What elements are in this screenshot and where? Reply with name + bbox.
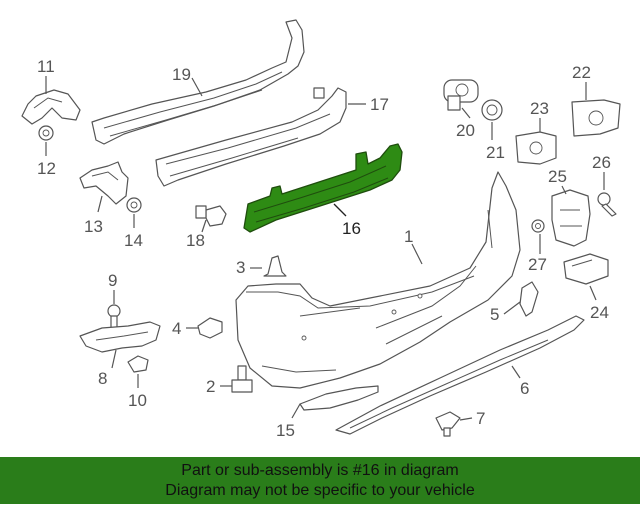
part-15-strip[interactable] (299, 385, 379, 411)
part-24-module[interactable] (563, 253, 609, 285)
part-22-bracket[interactable] (571, 99, 621, 137)
callout-26: 26 (592, 153, 611, 172)
info-banner: Part or sub-assembly is #16 in diagram D… (0, 457, 640, 504)
part-3-clip[interactable] (263, 255, 287, 277)
callout-14: 14 (124, 231, 143, 250)
callout-3: 3 (236, 258, 245, 277)
part-10-retainer[interactable] (127, 355, 149, 373)
part-1-bumper-cover[interactable] (235, 171, 521, 389)
callout-21: 21 (486, 143, 505, 162)
part-17-reinforcement[interactable] (155, 87, 347, 187)
part-14-nut[interactable] (126, 197, 142, 213)
callout-2: 2 (206, 377, 215, 396)
callout-4: 4 (172, 319, 181, 338)
part-13-guide[interactable] (79, 161, 129, 205)
part-16-bumper-beam[interactable] (243, 143, 403, 233)
callout-23: 23 (530, 99, 549, 118)
part-27-nut[interactable] (531, 219, 545, 233)
callout-12: 12 (37, 159, 56, 178)
banner-line-1: Part or sub-assembly is #16 in diagram (181, 462, 459, 479)
part-9-bolt[interactable] (107, 304, 121, 329)
callout-22: 22 (572, 63, 591, 82)
part-26-screw[interactable] (597, 192, 617, 217)
callout-16: 16 (342, 219, 361, 238)
callout-6: 6 (520, 379, 529, 398)
part-12-nut[interactable] (38, 125, 54, 141)
callout-20: 20 (456, 121, 475, 140)
part-23-bracket[interactable] (515, 131, 557, 165)
parts-diagram: 11 12 13 14 19 17 18 16 3 1 9 4 8 10 2 1… (21, 19, 621, 440)
part-7-clip[interactable] (435, 411, 461, 437)
part-5-trim[interactable] (519, 281, 539, 317)
callout-27: 27 (528, 255, 547, 274)
callout-7: 7 (476, 409, 485, 428)
callout-18: 18 (186, 231, 205, 250)
part-4-retainer[interactable] (197, 317, 223, 339)
part-19-absorber[interactable] (91, 19, 305, 145)
callout-9: 9 (108, 271, 117, 290)
part-25-mount[interactable] (551, 189, 591, 247)
callout-17: 17 (370, 95, 389, 114)
callout-labels: 11 12 13 14 19 17 18 16 3 1 9 4 8 10 2 1… (37, 57, 611, 440)
callout-1: 1 (404, 227, 413, 246)
callout-19: 19 (172, 65, 191, 84)
callout-10: 10 (128, 391, 147, 410)
callout-11: 11 (37, 57, 55, 76)
callout-15: 15 (276, 421, 295, 440)
callout-24: 24 (590, 303, 609, 322)
part-18-bolt[interactable] (195, 205, 227, 227)
leader-lines (45, 76, 605, 421)
part-11-bracket[interactable] (21, 89, 81, 125)
callout-13: 13 (84, 217, 103, 236)
callout-25: 25 (548, 167, 567, 186)
part-20-sensor[interactable] (443, 79, 479, 111)
banner-line-2: Diagram may not be specific to your vehi… (165, 482, 475, 499)
part-2-bolt[interactable] (231, 365, 253, 393)
callout-5: 5 (490, 305, 499, 324)
part-6-diffuser[interactable] (335, 315, 585, 435)
callout-8: 8 (98, 369, 107, 388)
part-21-ring[interactable] (481, 99, 503, 121)
part-8-bracket[interactable] (79, 321, 161, 353)
